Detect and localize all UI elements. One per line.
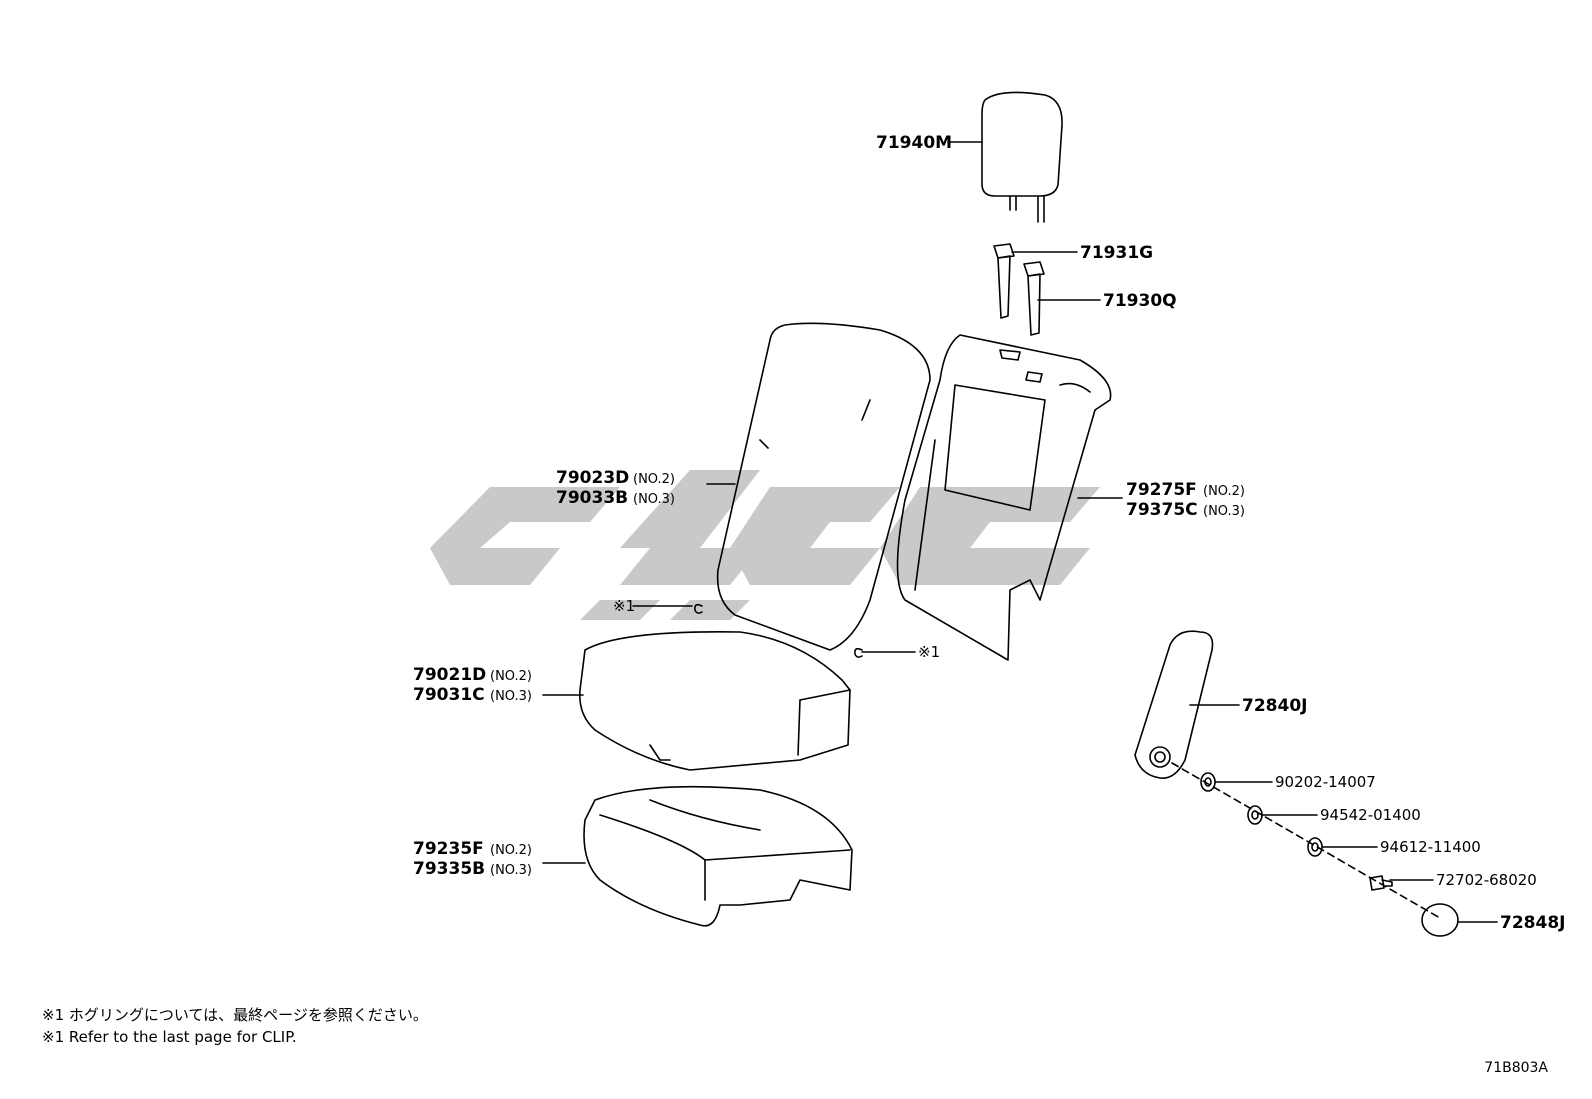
label-72840J[interactable]: 72840J (1242, 696, 1307, 716)
label-72848J[interactable]: 72848J (1500, 913, 1565, 933)
label-90202-14007[interactable]: 90202-14007 (1275, 773, 1376, 791)
headrest-support-shapes (993, 243, 1045, 336)
label-94542-01400[interactable]: 94542-01400 (1320, 806, 1421, 824)
seatback-cover-shape (716, 322, 931, 651)
variant-no3: (NO.3) (633, 492, 675, 507)
label-79335B[interactable]: 79335B (413, 859, 485, 879)
variant-no2: (NO.2) (490, 843, 532, 858)
label-79275F[interactable]: 79275F (1126, 480, 1197, 500)
clip-shapes (694, 603, 863, 658)
label-71930Q[interactable]: 71930Q (1103, 291, 1177, 311)
clip-ref-2: ※1 (918, 643, 940, 661)
armrest-shape (1134, 630, 1214, 779)
label-79235F[interactable]: 79235F (413, 839, 484, 859)
label-79023D[interactable]: 79023D (556, 468, 629, 488)
variant-no2: (NO.2) (1203, 484, 1245, 499)
watermark-logo (430, 470, 1100, 620)
label-72702-68020[interactable]: 72702-68020 (1436, 871, 1537, 889)
clip-note-english: ※1 Refer to the last page for CLIP. (42, 1028, 297, 1046)
cushion-pad-shape (583, 785, 853, 927)
seatback-board-shape (896, 334, 1112, 661)
label-79375C[interactable]: 79375C (1126, 500, 1198, 520)
label-79031C[interactable]: 79031C (413, 685, 485, 705)
variant-no3: (NO.3) (1203, 504, 1245, 519)
cushion-cover-shape (578, 631, 851, 771)
clip-ref-1: ※1 (613, 597, 635, 615)
leader-lines (542, 141, 1498, 923)
label-79033B[interactable]: 79033B (556, 488, 628, 508)
headrest-shape (981, 91, 1063, 223)
variant-no2: (NO.2) (490, 669, 532, 684)
label-79021D[interactable]: 79021D (413, 665, 486, 685)
variant-no2: (NO.2) (633, 472, 675, 487)
label-94612-11400[interactable]: 94612-11400 (1380, 838, 1481, 856)
label-71940M[interactable]: 71940M (876, 133, 952, 153)
variant-no3: (NO.3) (490, 689, 532, 704)
clip-note-japanese: ※1 ホグリングについては、最終ページを参照ください。 (42, 1006, 428, 1024)
label-71931G[interactable]: 71931G (1080, 243, 1153, 263)
variant-no3: (NO.3) (490, 863, 532, 878)
diagram-id: 71B803A (1484, 1060, 1548, 1076)
part-labels: 71940M 71931G 71930Q 79023D (NO.2) 79033… (413, 133, 1565, 933)
